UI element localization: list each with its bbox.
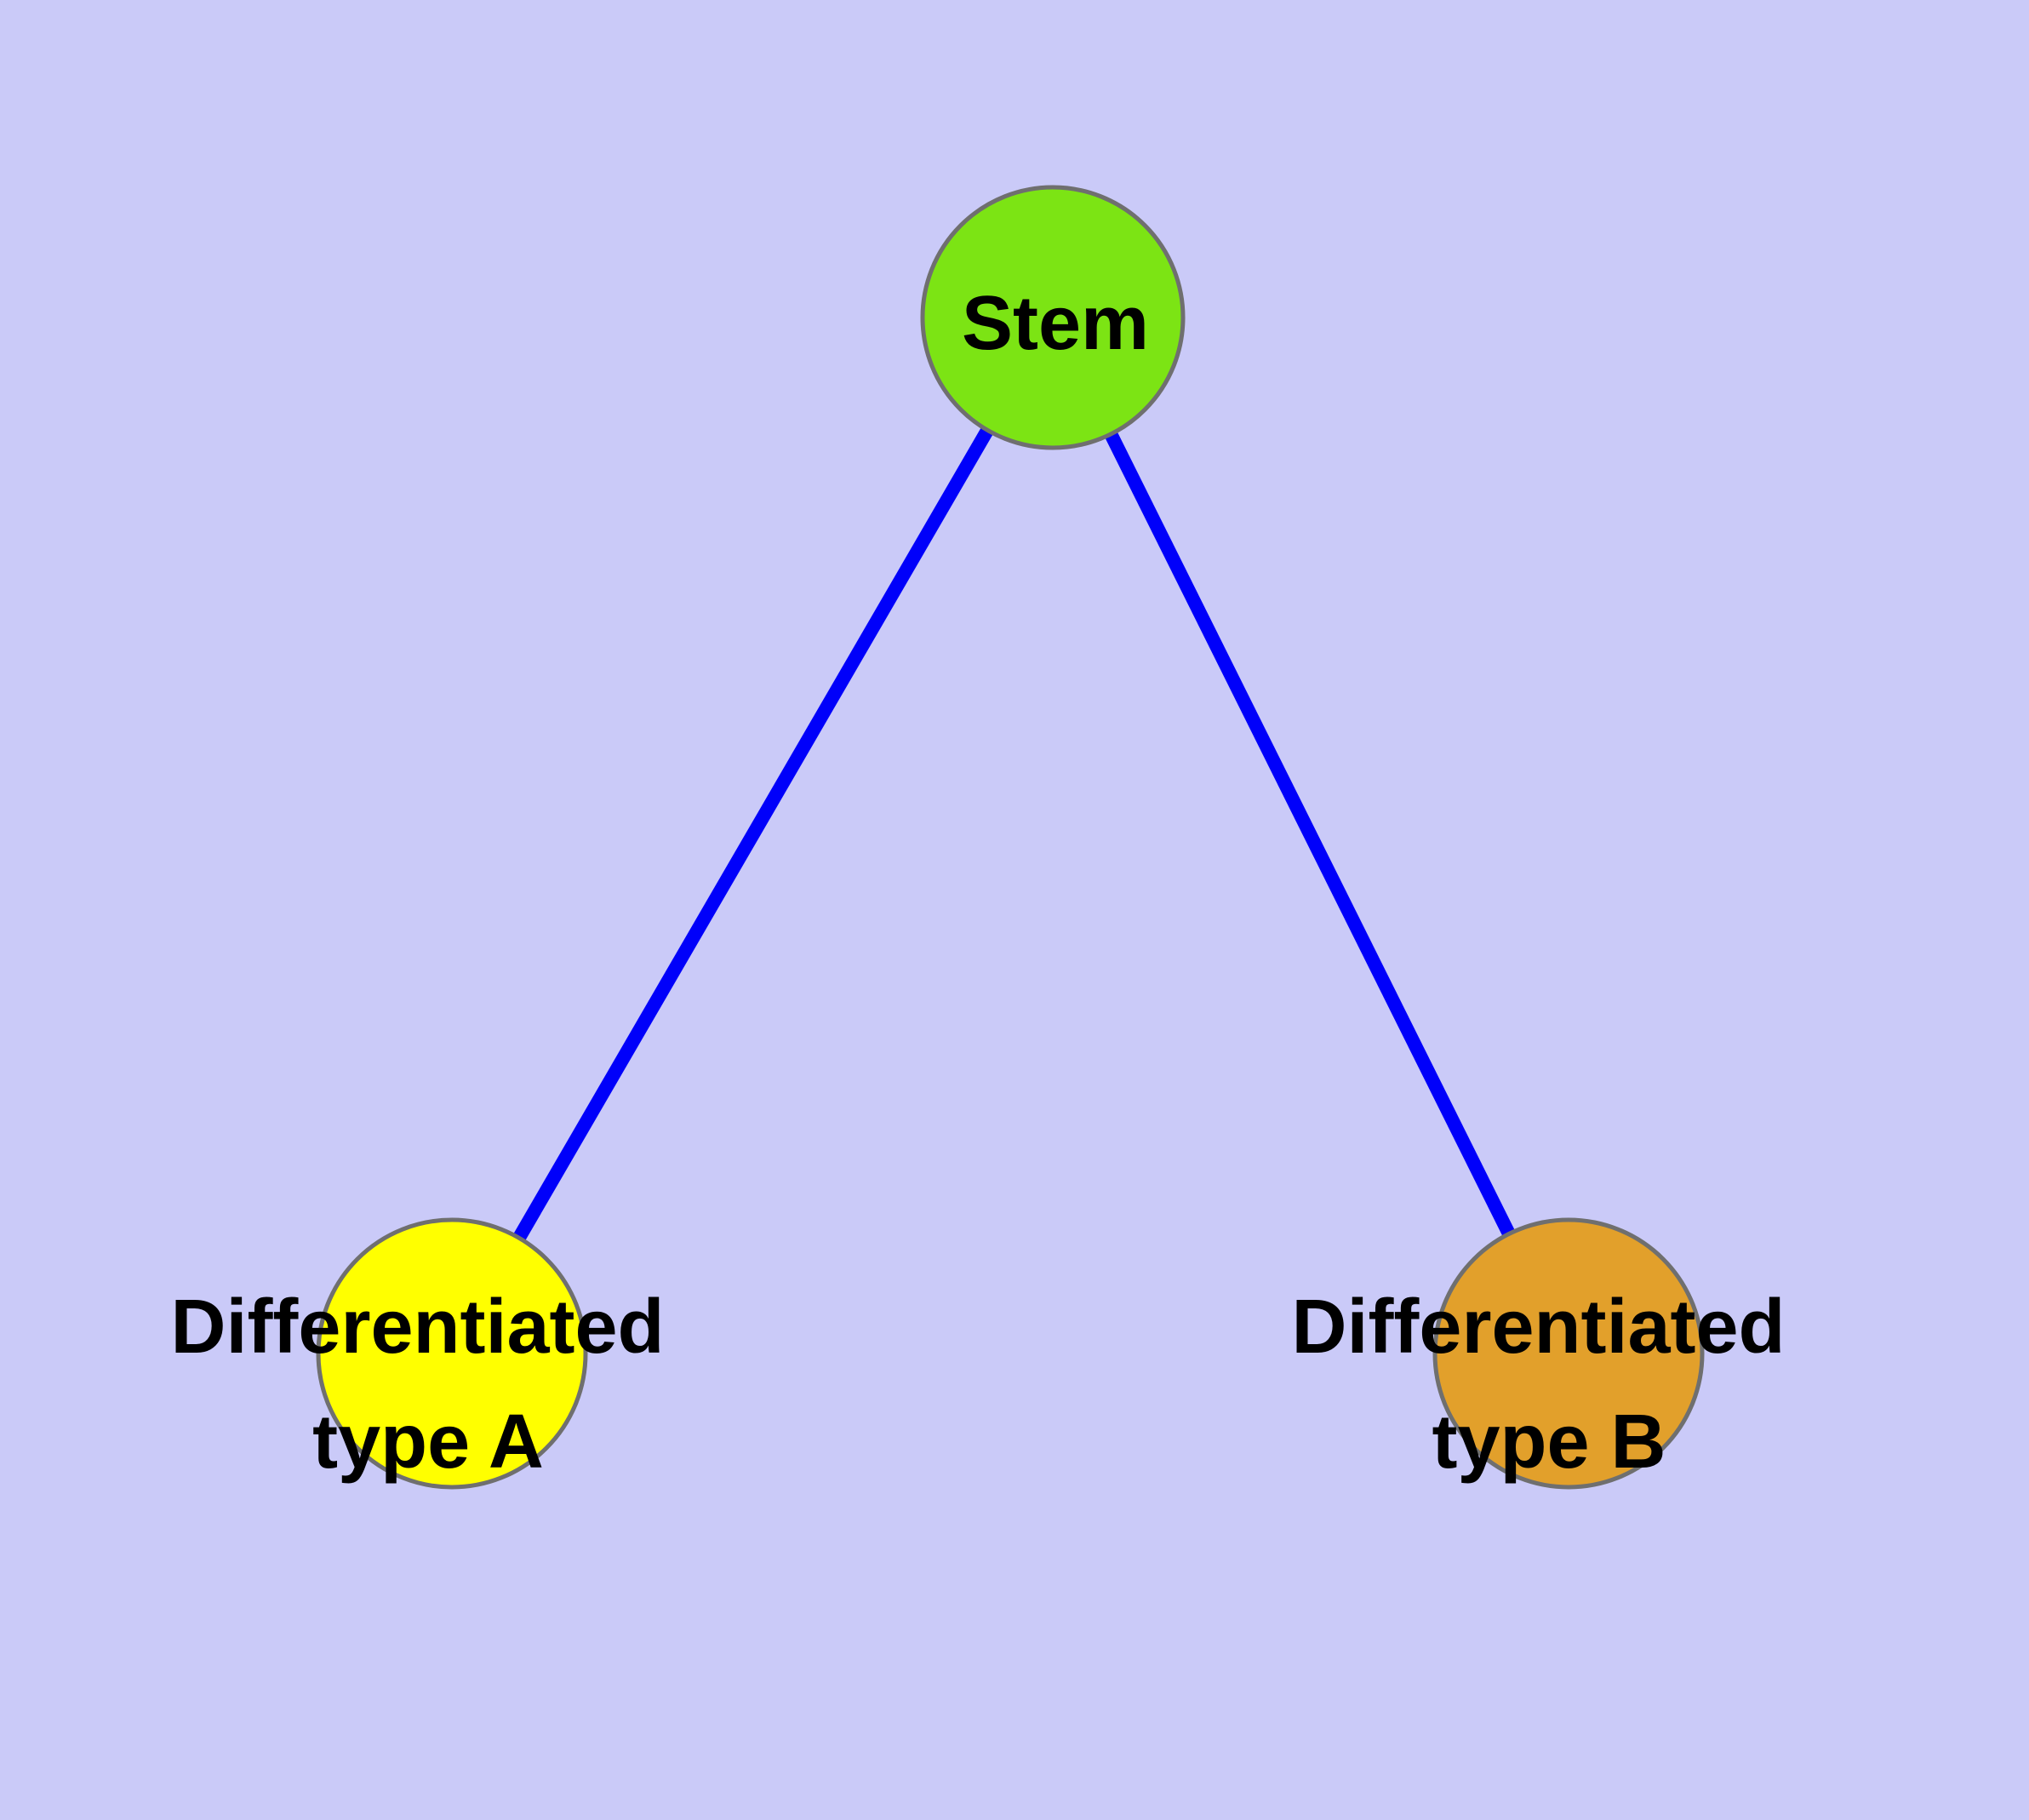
edge-stem-to-type-b bbox=[1046, 314, 1575, 1357]
node-stem-circle bbox=[920, 185, 1186, 450]
node-type-b-label-line: Differentiated bbox=[1291, 1285, 1785, 1370]
node-type-a-label-line: type A bbox=[312, 1399, 544, 1485]
node-stem-label: Stem bbox=[962, 281, 1149, 366]
node-type-a-label: Differentiated type A bbox=[170, 1285, 685, 1485]
node-type-b-circle bbox=[1432, 1217, 1705, 1490]
node-type-b-label: Differentiated type B bbox=[1291, 1285, 1806, 1485]
edge-stem-to-type-a bbox=[446, 313, 1059, 1358]
node-type-b-label-line: type B bbox=[1432, 1399, 1666, 1485]
node-stem-label-line: Stem bbox=[962, 281, 1149, 366]
node-type-a-circle bbox=[316, 1217, 588, 1490]
node-type-a-label-line: Differentiated bbox=[170, 1285, 664, 1370]
